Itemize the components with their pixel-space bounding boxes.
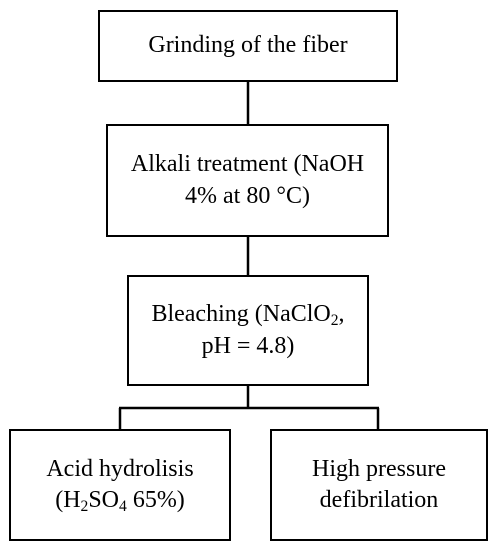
alkali-treatment-step-box: Alkali treatment (NaOH 4% at 80 °C) (106, 124, 389, 237)
bleaching-step-box: Bleaching (NaClO2, pH = 4.8) (127, 275, 369, 386)
acid-formula-mid: SO (88, 487, 120, 513)
grinding-step-label: Grinding of the fiber (148, 32, 348, 59)
bleaching-label-suffix: , (338, 301, 345, 328)
acid-hydrolysis-label-line1: Acid hydrolisis (46, 455, 194, 482)
acid-formula-subscript-o: 4 (119, 497, 127, 515)
high-pressure-label-line2: defibrilation (319, 487, 439, 513)
acid-formula-subscript-h: 2 (80, 497, 89, 515)
grinding-step-box: Grinding of the fiber (98, 10, 398, 82)
alkali-treatment-label-line1: Alkali treatment (NaOH (130, 151, 365, 178)
bleaching-label-subscript: 2 (330, 312, 339, 330)
alkali-treatment-label-line2: 4% at 80 °C) (185, 182, 310, 209)
bleaching-label-line2: pH = 4.8) (201, 332, 295, 359)
acid-formula-prefix: (H (55, 487, 81, 513)
bleaching-label-prefix: Bleaching (NaClO (151, 301, 331, 328)
high-pressure-label-line1: High pressure (312, 455, 446, 482)
bleaching-label-line1: Bleaching (NaClO2, (151, 299, 344, 330)
high-pressure-step-box: High pressure defibrilation (270, 429, 488, 541)
acid-formula-suffix: 65%) (126, 487, 185, 513)
acid-hydrolysis-label-line2: (H2SO4 65%) (55, 485, 185, 516)
acid-hydrolysis-step-box: Acid hydrolisis (H2SO4 65%) (9, 429, 231, 541)
